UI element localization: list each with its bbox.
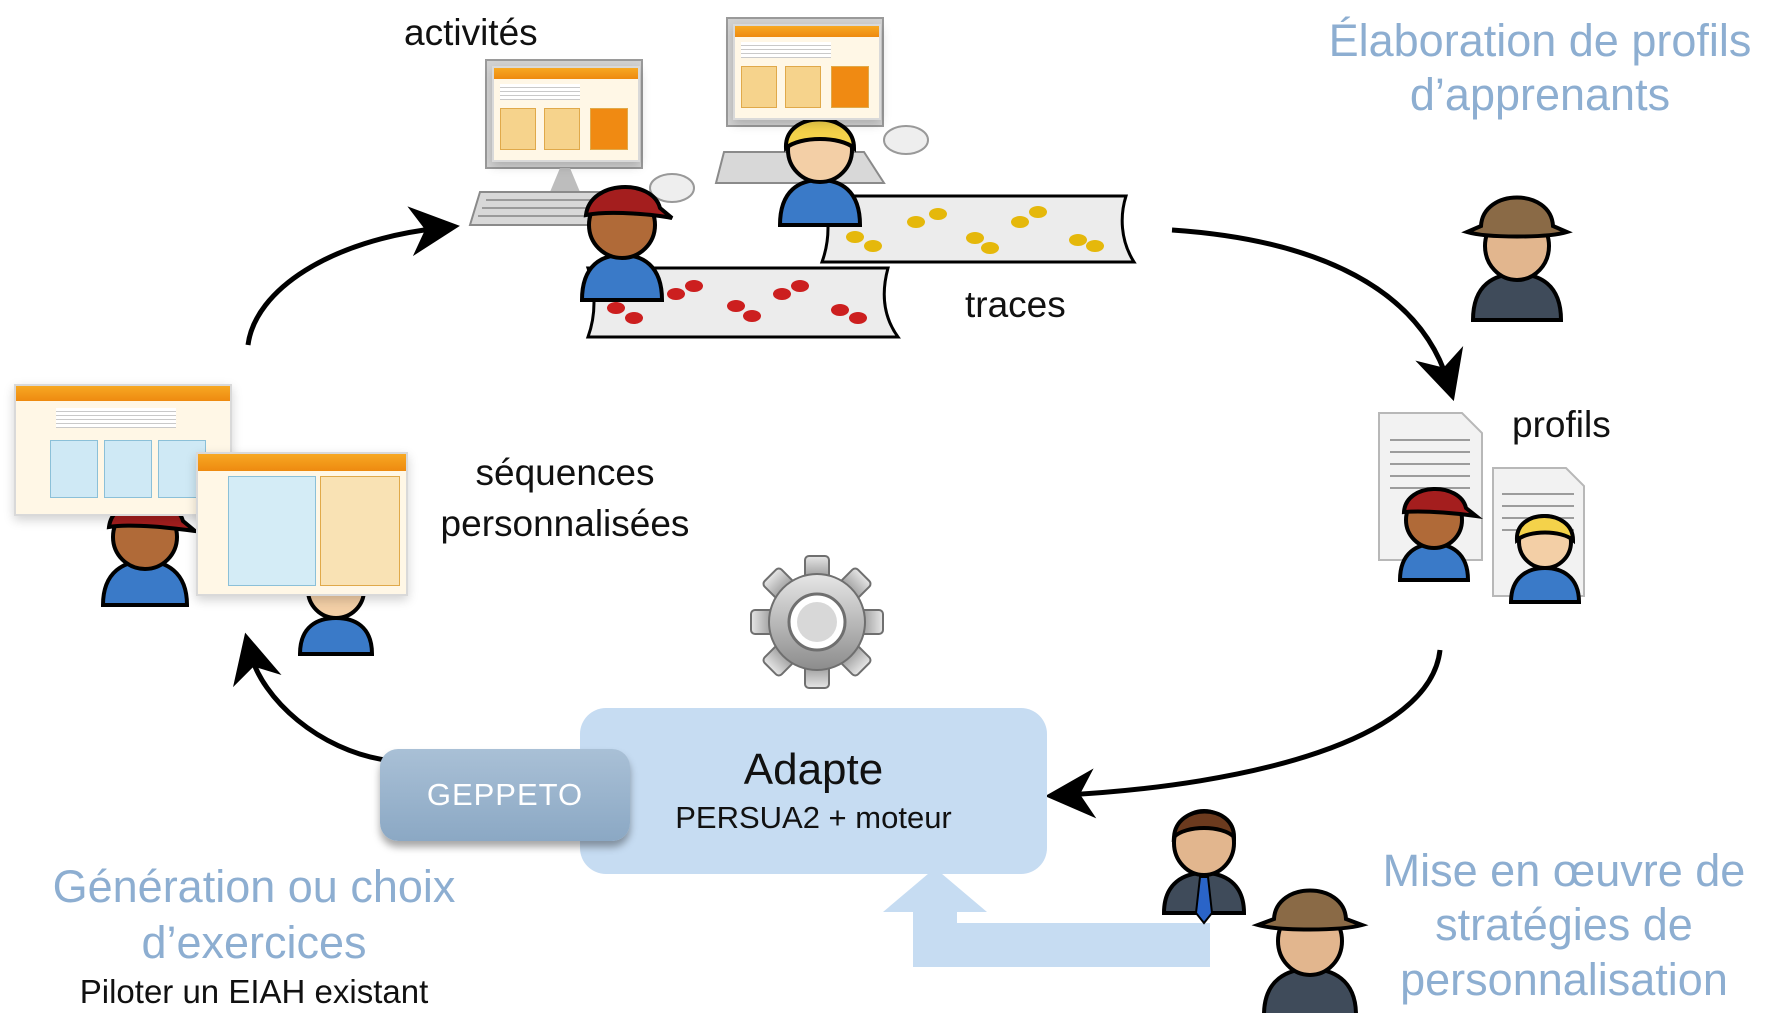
adapte-title: Adapte xyxy=(743,745,884,794)
activity-screenshot-1 xyxy=(492,66,640,162)
arrow-profils-to-adapte xyxy=(1045,649,1443,819)
generation-subtitle: Piloter un EIAH existant xyxy=(79,973,429,1010)
teacher-icon xyxy=(1161,809,1247,925)
traces-label: traces xyxy=(965,284,1066,325)
arrow-geppeto-to-sequences xyxy=(233,632,386,763)
sequences-label-line1: séquences xyxy=(475,452,655,493)
profile-student-red-cap-icon xyxy=(1397,487,1483,582)
elaboration-title-line2: d’apprenants xyxy=(1409,69,1671,120)
sequence-screenshot-1 xyxy=(14,384,232,516)
mise-en-oeuvre-line1: Mise en œuvre de xyxy=(1382,845,1746,896)
generation-title-line1: Génération ou choix xyxy=(52,861,456,912)
mise-en-oeuvre-line2: stratégies de xyxy=(1435,899,1693,950)
sequence-screenshot-2 xyxy=(196,452,408,596)
generation-title-line2: d’exercices xyxy=(141,917,367,968)
activity-screenshot-2 xyxy=(733,24,881,120)
strategy-feedback-arrowhead xyxy=(883,868,987,912)
activites-label: activités xyxy=(404,12,538,53)
adapte-subtitle: PERSUA2 + moteur xyxy=(675,800,952,835)
student-blond-icon xyxy=(777,116,863,227)
expert-hat-icon-top xyxy=(1461,195,1573,322)
expert-hat-icon-bottom xyxy=(1251,888,1369,1013)
elaboration-title-line1: Élaboration de profils xyxy=(1328,15,1752,66)
geppeto-badge: GEPPETO xyxy=(380,749,630,841)
red-traces-strip xyxy=(585,266,901,339)
arrow-traces-to-profils xyxy=(1171,227,1464,402)
sequences-label-line2: personnalisées xyxy=(440,503,690,544)
yellow-traces-strip xyxy=(819,194,1137,264)
adapte-engine-box xyxy=(580,708,1047,874)
sequence-student-red-cap-icon xyxy=(100,498,202,607)
gear-icon xyxy=(750,555,884,689)
mise-en-oeuvre-line3: personnalisation xyxy=(1400,954,1728,1005)
arrow-sequences-to-activites xyxy=(245,206,460,346)
profils-label: profils xyxy=(1512,404,1611,445)
profile-student-blond-icon xyxy=(1508,514,1582,604)
student-red-cap-icon xyxy=(579,185,674,302)
